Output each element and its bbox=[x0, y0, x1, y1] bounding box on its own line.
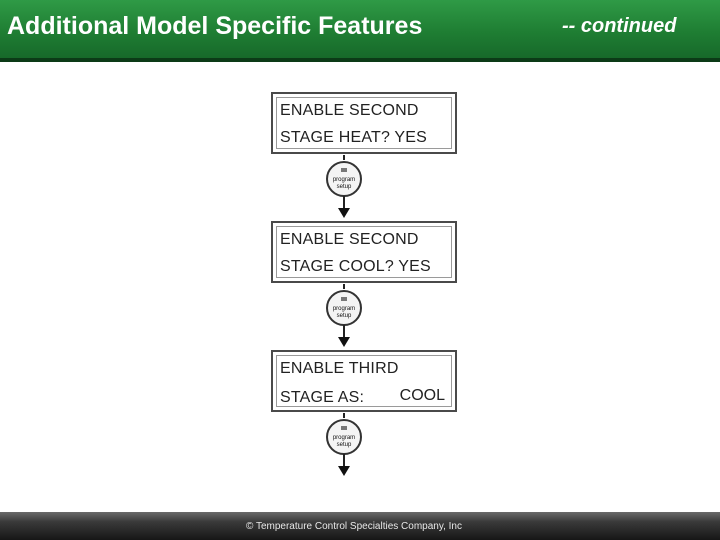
footer-copyright-wrap: © Temperature Control Specialties Compan… bbox=[0, 521, 720, 532]
button-glyph-icon bbox=[341, 297, 347, 301]
button-glyph-icon bbox=[341, 168, 347, 172]
screen-inner-border bbox=[276, 226, 452, 278]
button-label-2a: program bbox=[333, 306, 355, 312]
arrow-down-icon bbox=[338, 208, 350, 218]
slide-header bbox=[0, 0, 720, 58]
button-label-3b: setup bbox=[337, 442, 352, 448]
thermostat-screen-2: ENABLE SECOND STAGE COOL? YES bbox=[271, 221, 457, 283]
program-setup-connector-1: program setup bbox=[326, 155, 362, 218]
program-setup-connector-2: program setup bbox=[326, 284, 362, 347]
slide-footer bbox=[0, 512, 720, 540]
screen-1-line-2: STAGE HEAT? YES bbox=[280, 129, 428, 146]
program-setup-connector-3: program setup bbox=[326, 413, 362, 476]
arrow-down-icon bbox=[338, 337, 350, 347]
slide-subtitle: -- continued bbox=[562, 15, 677, 37]
screen-inner-border bbox=[276, 355, 452, 407]
screen-3-line-1: ENABLE THIRD bbox=[280, 360, 399, 377]
button-label-1a: program bbox=[333, 177, 355, 183]
slide-title: Additional Model Specific Features bbox=[7, 12, 423, 40]
screen-2-line-1: ENABLE SECOND bbox=[280, 231, 419, 248]
screen-3-value: COOL bbox=[399, 387, 445, 404]
thermostat-screen-1: ENABLE SECOND STAGE HEAT? YES bbox=[271, 92, 457, 154]
footer-copyright: © Temperature Control Specialties Compan… bbox=[246, 521, 462, 532]
screen-2-line-2: STAGE COOL? YES bbox=[280, 258, 431, 275]
screen-inner-border bbox=[276, 97, 452, 149]
screen-1-line-1: ENABLE SECOND bbox=[280, 102, 419, 119]
thermostat-screen-3: ENABLE THIRD STAGE AS: COOL bbox=[271, 350, 457, 412]
button-label-1b: setup bbox=[337, 184, 352, 190]
button-glyph-icon bbox=[341, 426, 347, 430]
button-label-3a: program bbox=[333, 435, 355, 441]
screen-3-line-2: STAGE AS: bbox=[280, 389, 365, 406]
header-divider bbox=[0, 58, 720, 62]
button-label-2b: setup bbox=[337, 313, 352, 319]
arrow-down-icon bbox=[338, 466, 350, 476]
